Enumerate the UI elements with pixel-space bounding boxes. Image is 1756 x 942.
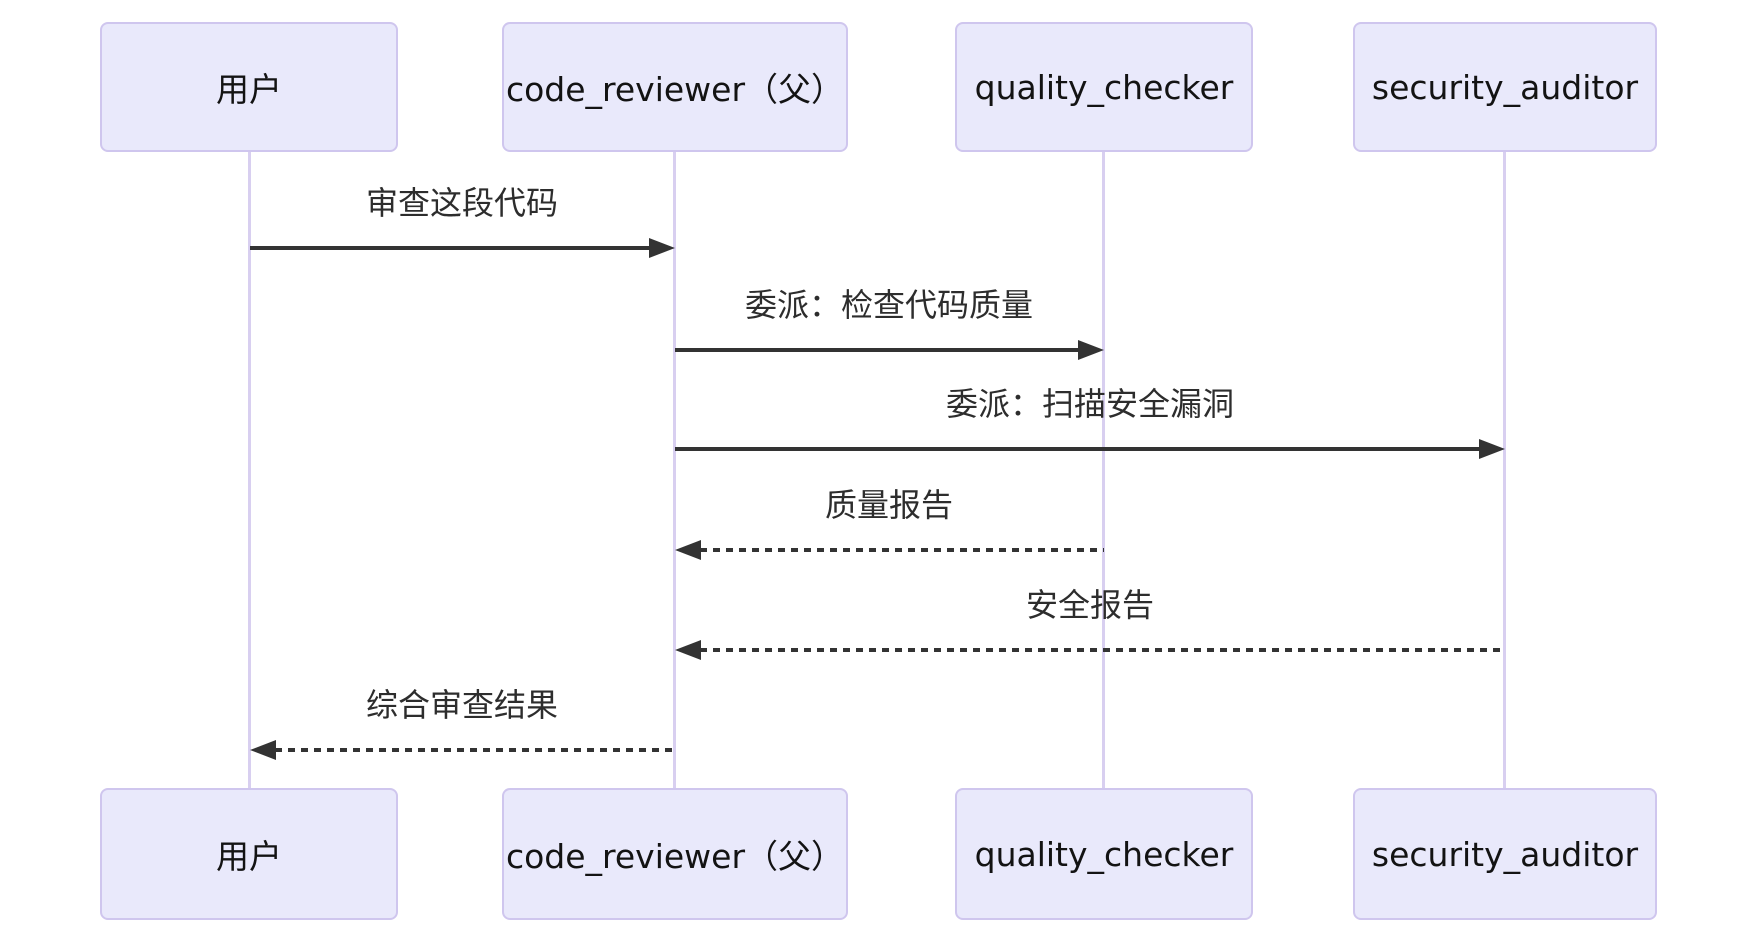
message-line <box>675 447 1499 451</box>
lifeline-quality-checker <box>1102 151 1105 788</box>
message-label: 质量报告 <box>824 486 954 524</box>
actor-label: quality_checker <box>974 67 1234 107</box>
actor-bottom-code-reviewer: code_reviewer（父） <box>502 788 848 920</box>
actor-top-quality-checker: quality_checker <box>955 22 1253 152</box>
actor-label: security_auditor <box>1371 67 1639 107</box>
actor-bottom-quality-checker: quality_checker <box>955 788 1253 920</box>
lifeline-user <box>248 151 251 788</box>
actor-label: security_auditor <box>1371 834 1639 874</box>
actor-label: 用户 <box>216 70 282 109</box>
arrowhead-icon <box>1479 439 1505 459</box>
message-line <box>700 548 1104 552</box>
message-label: 审查这段代码 <box>365 184 559 222</box>
actor-bottom-security-auditor: security_auditor <box>1353 788 1657 920</box>
actor-top-code-reviewer: code_reviewer（父） <box>502 22 848 152</box>
message-label: 委派：检查代码质量 <box>744 286 1034 324</box>
arrowhead-icon <box>1078 340 1104 360</box>
message-label: 安全报告 <box>1025 586 1155 624</box>
message-label: 综合审查结果 <box>365 686 559 724</box>
message-line <box>275 748 675 752</box>
actor-label: code_reviewer（父） <box>505 70 845 109</box>
actor-label: code_reviewer（父） <box>505 837 845 876</box>
lifeline-security-auditor <box>1503 151 1506 788</box>
actor-label: quality_checker <box>974 834 1234 874</box>
message-line <box>675 348 1098 352</box>
arrowhead-icon <box>675 540 701 560</box>
message-line <box>700 648 1505 652</box>
actor-top-user: 用户 <box>100 22 398 152</box>
arrowhead-icon <box>675 640 701 660</box>
actor-top-security-auditor: security_auditor <box>1353 22 1657 152</box>
actor-label: 用户 <box>216 837 282 876</box>
actor-bottom-user: 用户 <box>100 788 398 920</box>
arrowhead-icon <box>649 238 675 258</box>
message-label: 委派：扫描安全漏洞 <box>945 385 1235 423</box>
lifeline-code-reviewer <box>673 151 676 788</box>
arrowhead-icon <box>250 740 276 760</box>
message-line <box>250 246 669 250</box>
